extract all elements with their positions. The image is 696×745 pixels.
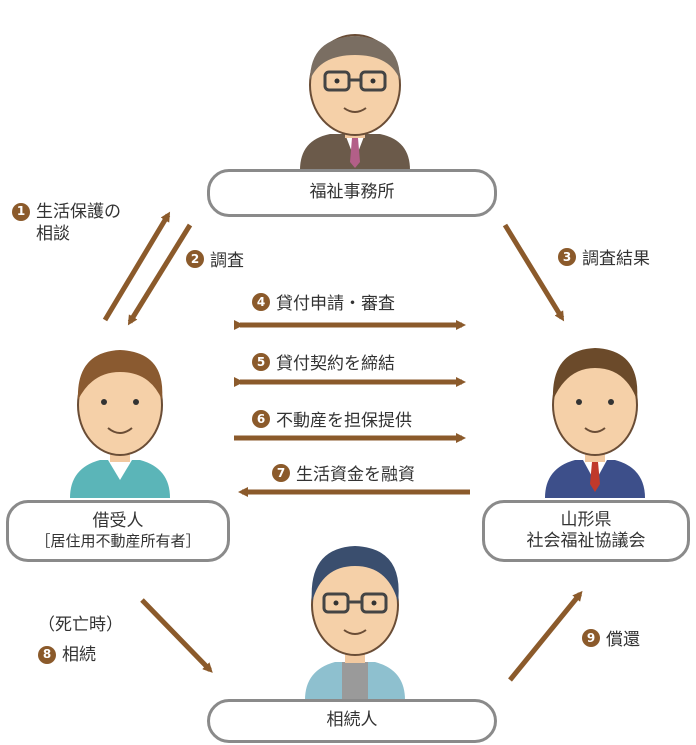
step-5-label: 5 貸付契約を締結 (252, 349, 395, 374)
borrower-figure (70, 350, 170, 498)
heir-figure (305, 546, 405, 700)
step-6-text: 不動産を担保提供 (276, 411, 412, 431)
step-6-label: 6 不動産を担保提供 (252, 406, 412, 431)
council-label-line2: 社会福祉協議会 (526, 531, 646, 551)
step-9-label: 9 償還 (582, 625, 640, 650)
step-1-label: 1 生活保護の 相談 (12, 201, 121, 245)
arrow-step-3 (502, 223, 565, 322)
step-9-text: 償還 (606, 630, 640, 650)
arrow-step-1 (102, 211, 171, 322)
step-3-label: 3 調査結果 (558, 244, 650, 269)
step-6-badge: 6 (252, 409, 270, 428)
borrower-node: 借受人 ［居住用不動産所有者］ (6, 500, 230, 562)
step-7-badge: 7 (272, 463, 290, 482)
welfare-officer-figure (300, 34, 410, 170)
step-5-badge: 5 (252, 352, 270, 371)
heir-label: 相続人 (326, 710, 378, 731)
arrow-step-9 (508, 590, 583, 682)
step-8-badge: 8 (38, 646, 56, 665)
step-3-text: 調査結果 (582, 249, 650, 269)
step-4-label: 4 貸付申請・審査 (252, 289, 395, 314)
arrow-step-8 (140, 598, 213, 673)
step-3-badge: 3 (558, 247, 576, 266)
council-node: 山形県 社会福祉協議会 (482, 500, 690, 562)
borrower-label: 借受人 (92, 511, 144, 531)
heir-node: 相続人 (207, 699, 497, 743)
step-4-text: 貸付申請・審査 (276, 294, 395, 314)
step-8-text: 相続 (62, 645, 96, 666)
council-staff-figure (545, 348, 645, 498)
step-1-text-line2: 相談 (36, 224, 70, 245)
step-7-label: 7 生活資金を融資 (272, 460, 415, 485)
welfare-office-node: 福祉事務所 (207, 169, 497, 217)
step-9-badge: 9 (582, 628, 600, 647)
step-2-text: 調査 (210, 251, 244, 271)
borrower-sub-label: ［居住用不動産所有者］ (35, 532, 201, 551)
step-5-text: 貸付契約を締結 (276, 354, 395, 374)
step-8-label: （死亡時） 8 相続 (38, 614, 123, 666)
step-1-badge: 1 (12, 203, 30, 222)
step-1-text-line1: 生活保護の (36, 202, 121, 222)
council-label-line1: 山形県 (560, 509, 612, 530)
step-2-label: 2 調査 (186, 246, 244, 271)
welfare-office-label: 福祉事務所 (309, 182, 395, 203)
step-2-badge: 2 (186, 249, 204, 268)
arrow-step-2 (127, 223, 193, 326)
step-7-text: 生活資金を融資 (296, 465, 415, 485)
step-8-pre-text: （死亡時） (38, 615, 123, 635)
step-4-badge: 4 (252, 292, 270, 311)
